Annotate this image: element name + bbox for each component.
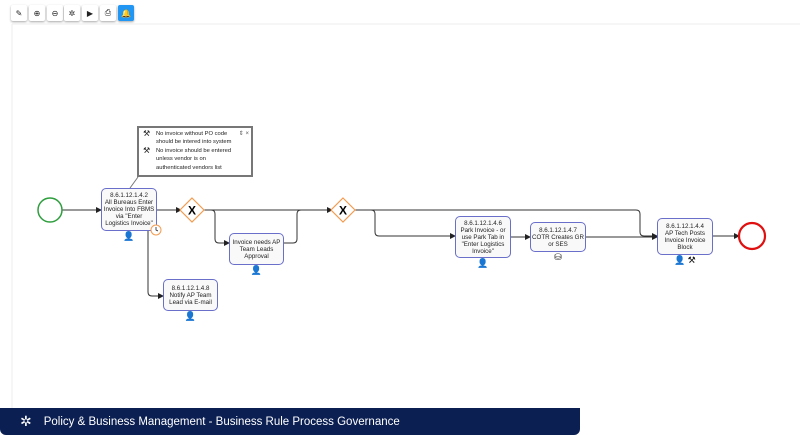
print-icon[interactable]: ⎙	[100, 5, 116, 21]
zoom-out-icon[interactable]: ⊖	[47, 5, 63, 21]
timer-icon	[150, 224, 162, 236]
zoom-in-icon[interactable]: ⊕	[29, 5, 45, 21]
gavel-icon: ⚒	[687, 255, 696, 265]
task-label: Park Invoice - or use Park Tab in "Enter…	[460, 226, 506, 255]
annotation-controls[interactable]: ⇕ ×	[238, 131, 249, 137]
database-icon: ⛁	[554, 252, 562, 262]
rule-text: No invoice without PO code should be int…	[156, 131, 232, 146]
flow-gateway2-task46[interactable]	[354, 209, 456, 239]
flow-gateway1-approval[interactable]	[203, 209, 230, 246]
task-label: Invoice needs AP Team Leads Approval	[232, 238, 281, 260]
flow-task42-task48[interactable]	[147, 231, 164, 299]
gateway-x-icon: X	[339, 204, 347, 218]
task-id: 8.6.1.12.1.4.8	[171, 284, 210, 292]
app-logo-icon: ✲	[20, 413, 32, 429]
play-icon[interactable]: ▶	[82, 5, 98, 21]
user-icon: 👤	[184, 311, 197, 321]
bell-icon[interactable]: 🔔	[118, 5, 134, 21]
flow-approval-gateway2[interactable]	[284, 207, 333, 244]
task-id: 8.6.1.12.1.4.2	[110, 192, 148, 199]
end-event[interactable]	[737, 221, 767, 251]
exclusive-gateway-1[interactable]: X	[179, 197, 205, 223]
rule-annotation[interactable]: ⇕ × ⚒ No invoice without PO code should b…	[137, 126, 253, 177]
edit-icon[interactable]: ✎	[11, 5, 27, 21]
footer-title: Policy & Business Management - Business …	[43, 415, 400, 428]
gavel-icon: ⚒	[143, 129, 151, 138]
task-label: All Bureaus Enter Invoice Into FBMS via …	[103, 199, 155, 227]
task-id: 8.6.1.12.1.4.7	[539, 226, 577, 234]
task-id: 8.6.1.12.1.4.6	[464, 219, 502, 227]
user-icon: 👤	[250, 265, 263, 275]
task-icons: 👤⚒	[658, 255, 712, 265]
task-icons: 👤	[164, 311, 217, 321]
task-icons: 👤	[456, 258, 510, 268]
flow-gateway1-task44[interactable]	[203, 209, 658, 239]
task-icons: ⛁	[531, 252, 585, 262]
user-icon: 👤	[674, 255, 686, 265]
annotation-connector	[129, 176, 139, 189]
task-icons: 👤	[230, 265, 283, 275]
task-id: 8.6.1.12.1.4.4	[666, 222, 704, 230]
start-event[interactable]	[37, 197, 63, 223]
exclusive-gateway-2[interactable]: X	[330, 197, 356, 223]
task-label: Notify AP Team Lead via E-mail	[169, 291, 212, 306]
gavel-icon: ⚒	[143, 145, 151, 155]
task-icons: 👤	[102, 231, 156, 241]
gear-icon[interactable]: ✲	[64, 5, 80, 21]
footer-bar: ✲ Policy & Business Management - Busines…	[0, 408, 580, 435]
user-icon: 👤	[123, 231, 135, 241]
task-label: AP Tech Posts Invoice Invoice Block	[664, 229, 706, 251]
task-approval[interactable]: Invoice needs AP Team Leads Approval 👤	[229, 233, 284, 275]
rule-text: No invoice should be entered unless vend…	[156, 147, 232, 171]
gateway-x-icon: X	[188, 204, 196, 218]
user-icon: 👤	[477, 258, 489, 268]
task-label: COTR Creates GR or SES	[532, 233, 584, 248]
